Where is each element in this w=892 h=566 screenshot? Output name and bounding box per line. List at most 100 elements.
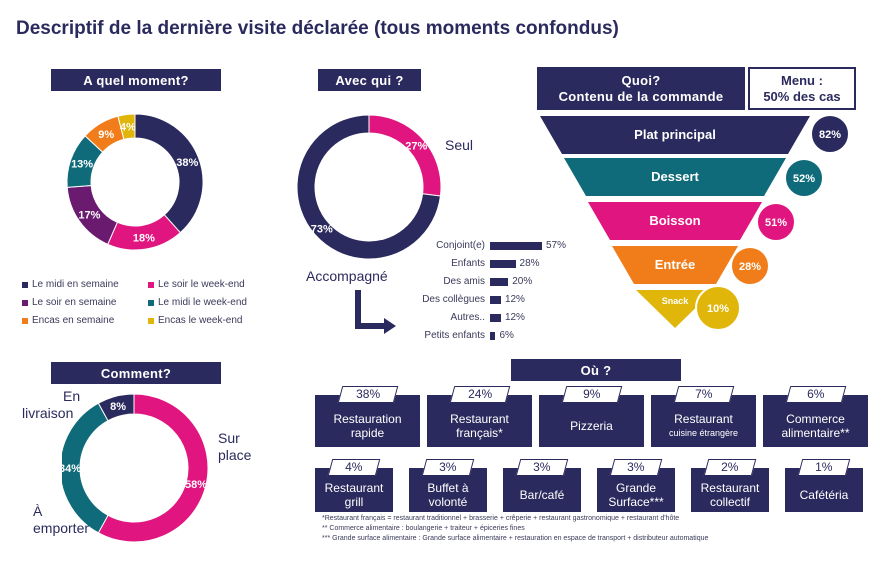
hbar-category-label: Des collègues [422, 294, 485, 305]
ou-percent-value: 4% [345, 460, 363, 474]
hbar-bar [490, 332, 496, 340]
hbar-category-label: Enfants [451, 258, 485, 269]
ou-percent-badge: 6% [785, 386, 846, 403]
ou-category-label: Cafétéria [799, 488, 849, 502]
funnel-value-label-4: 28% [739, 261, 761, 273]
legend-swatch [22, 299, 28, 306]
emporter-label: À emporter [33, 503, 90, 536]
ou-category-label-2: français* [456, 426, 503, 440]
footnote-1: *Restaurant français = restaurant tradit… [322, 515, 680, 522]
hbar-value-label: 6% [499, 330, 514, 341]
funnel-value-circle-1 [810, 114, 850, 154]
moment-donut-chart: 38%18%17%13%9%4% [66, 113, 204, 251]
ou-category-label: Restauration [333, 412, 402, 426]
hbar-bar [490, 278, 509, 286]
moment-slice-label-3: 17% [78, 209, 100, 221]
ou-percent-badge: 3% [609, 459, 663, 476]
hbar-category-label: Conjoint(e) [436, 240, 485, 251]
hbar-bar [490, 260, 516, 268]
ou-percent-value: 9% [582, 387, 601, 401]
quoi-header: Quoi? Contenu de la commande [537, 67, 745, 110]
quoi-header-line2: Contenu de la commande [558, 88, 724, 104]
moment-slice-label-6: 4% [120, 121, 136, 133]
hbar-category-label: Autres.. [450, 312, 485, 323]
legend-swatch [148, 281, 154, 288]
moment-slice-label-1: 38% [176, 157, 198, 169]
comment-slice-label-1: 58% [185, 479, 207, 491]
moment-legend-item: Le soir le week-end [148, 279, 245, 290]
avec-qui-header: Avec qui ? [318, 69, 421, 91]
funnel-level-label-1: Plat principal [634, 127, 716, 142]
funnel-level-1 [540, 116, 810, 154]
ou-category-label: Restaurant [700, 481, 760, 495]
menu-line2: 50% des cas [763, 88, 841, 104]
ou-percent-badge: 1% [797, 459, 851, 476]
comment-slice-3 [97, 393, 135, 422]
legend-label: Le soir en semaine [32, 297, 117, 308]
legend-swatch [22, 317, 28, 324]
footnote-3: *** Grande surface alimentaire : Grande … [322, 535, 709, 542]
funnel-level-2 [564, 158, 786, 196]
moment-slice-1 [134, 113, 204, 234]
comment-slice-1 [97, 393, 209, 543]
hbar-category-label: Des amis [443, 276, 485, 287]
funnel-level-label-5: Snack [662, 296, 690, 306]
moment-slice-6 [117, 113, 136, 141]
ou-percent-badge: 38% [337, 386, 398, 403]
funnel-value-label-2: 52% [793, 173, 815, 185]
ou-percent-badge: 4% [327, 459, 381, 476]
footnote-2: ** Commerce alimentaire : boulangerie + … [322, 525, 525, 532]
ou-percent-value: 7% [694, 387, 713, 401]
livraison-label: En livraison [22, 388, 81, 421]
surplace-label: Sur place [218, 430, 252, 463]
ou-category-label: Restaurant [324, 481, 384, 495]
legend-swatch [148, 299, 154, 306]
comment-slice-label-3: 8% [110, 401, 126, 413]
hbar-value-label: 28% [519, 258, 540, 269]
hbar-bar [490, 242, 542, 250]
legend-swatch [22, 281, 28, 288]
ou-percent-value: 38% [355, 387, 380, 401]
hbar-value-label: 57% [546, 240, 567, 251]
ou-category-sublabel: cuisine étrangère [668, 428, 739, 438]
legend-label: Le midi en semaine [32, 279, 119, 290]
legend-label: Le soir le week-end [158, 279, 245, 290]
hbar-category-label: Petits enfants [424, 330, 485, 341]
ou-category-label: Buffet à [427, 481, 469, 495]
funnel-value-label-3: 51% [765, 217, 787, 229]
funnel-level-4 [612, 246, 738, 284]
accompagne-arrow [355, 290, 396, 334]
hbar-bar [490, 314, 501, 322]
avec-qui-donut-chart: 27%73% [296, 114, 442, 260]
ou-percent-value: 3% [439, 460, 457, 474]
moment-header: A quel moment? [51, 69, 221, 91]
funnel-value-circle-2 [784, 158, 824, 198]
ou-category-label-2: alimentaire** [781, 426, 850, 440]
ou-category-label: Grande [615, 481, 657, 495]
accompagne-label: Accompagné [306, 268, 388, 284]
quoi-header-line1: Quoi? [621, 72, 661, 88]
ou-percent-badge: 2% [703, 459, 757, 476]
funnel-value-label-1: 82% [819, 129, 841, 141]
ou-percent-value: 24% [467, 387, 492, 401]
funnel-level-label-3: Boisson [649, 213, 700, 228]
avec-qui-slice-label-2: 73% [311, 224, 333, 236]
moment-legend-item: Le midi en semaine [22, 279, 119, 290]
comment-donut-chart: 58%34%8% [62, 393, 209, 543]
ou-header: Où ? [511, 359, 681, 381]
ou-category-label: Pizzeria [570, 419, 613, 433]
ou-category-label-2: grill [344, 495, 364, 509]
ou-percent-badge: 7% [673, 386, 734, 403]
ou-percent-badge: 24% [449, 386, 510, 403]
ou-percent-value: 2% [721, 460, 739, 474]
ou-category-label-2: Surface*** [608, 495, 664, 509]
ou-category-label: Restaurant [674, 412, 733, 426]
funnel-level-5 [636, 290, 714, 328]
ou-category-box: Pizzeria [539, 395, 644, 447]
funnel-level-label-2: Dessert [651, 169, 699, 184]
moment-legend-item: Encas le week-end [148, 315, 243, 326]
ou-category-label-2: collectif [709, 495, 750, 509]
